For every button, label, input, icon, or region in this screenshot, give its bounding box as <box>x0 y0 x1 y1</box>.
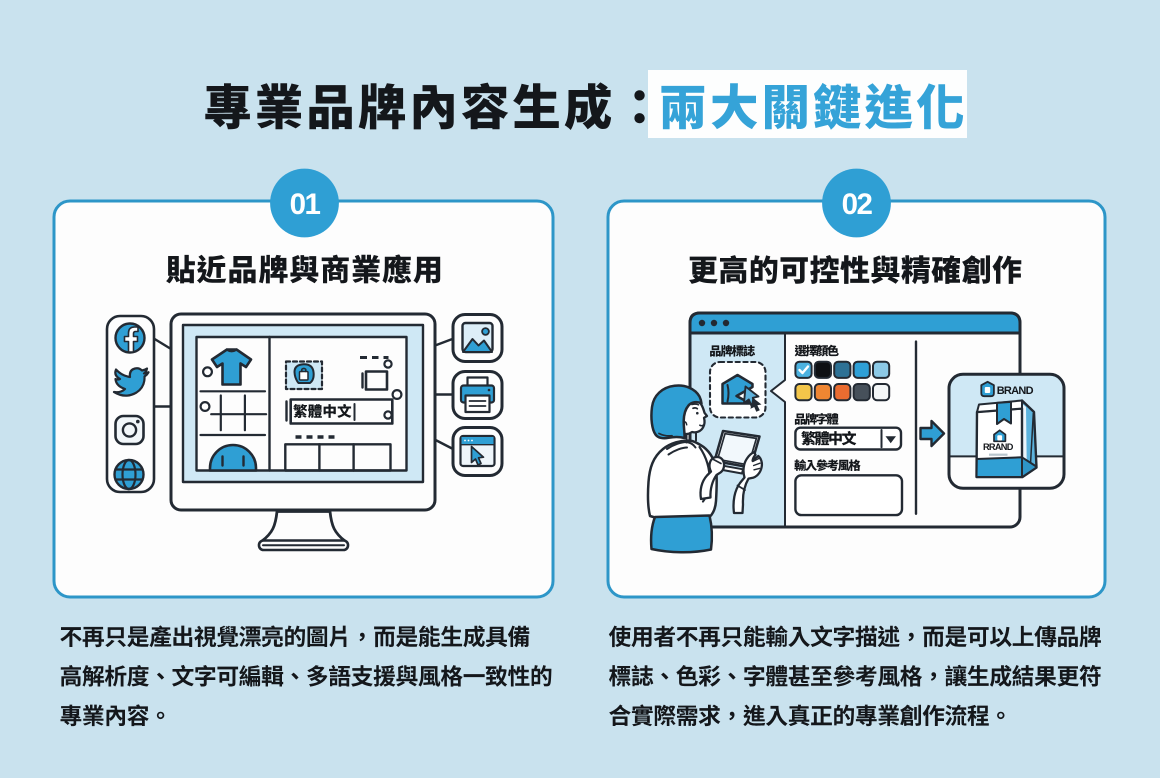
svg-text:01: 01 <box>290 188 321 221</box>
svg-text:BRAND: BRAND <box>997 385 1034 397</box>
svg-text:RRAND: RRAND <box>983 442 1014 452</box>
svg-text:02: 02 <box>842 188 873 221</box>
